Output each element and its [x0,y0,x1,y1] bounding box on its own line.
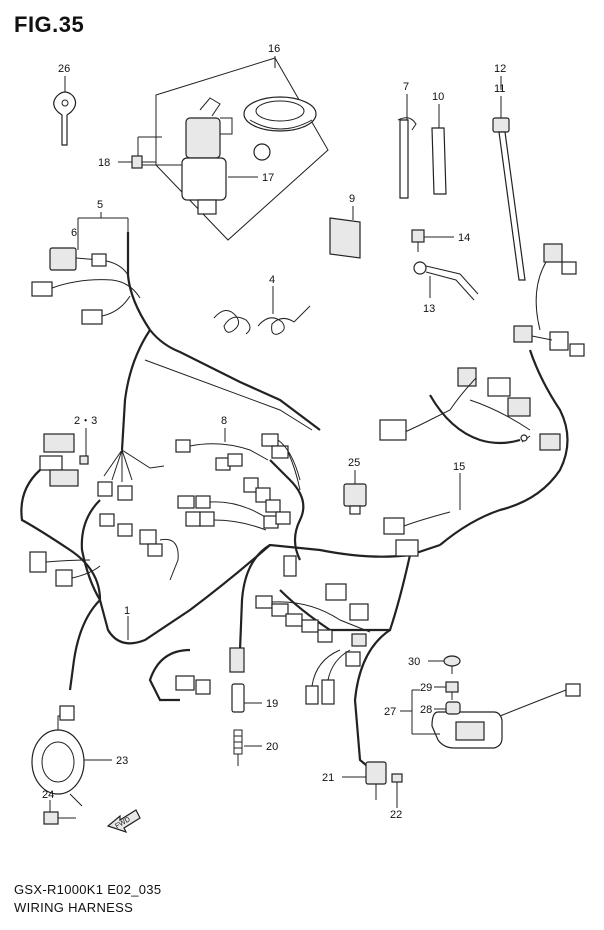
callout-28: 28 [420,704,432,716]
connector-group-right [351,243,585,647]
connector-group-5 [31,247,141,325]
bolt-part-14 [411,229,425,252]
fuel-cap-part [243,96,317,132]
callout-21: 21 [322,772,334,784]
callout-5: 5 [97,199,103,211]
callout-1: 1 [124,605,130,617]
callout-22: 22 [390,809,402,821]
connector-group-center [175,555,371,705]
figure-caption: WIRING HARNESS [14,900,134,915]
callout-7: 7 [403,81,409,93]
callout-25: 25 [348,457,360,469]
relay-part-25 [343,483,367,515]
callout-24: 24 [42,789,54,801]
ignition-switch-part [181,97,271,215]
callout-15: 15 [453,461,465,473]
washer-part-30 [443,655,461,674]
callout-18: 18 [98,157,110,169]
model-code: GSX-R1000K1 E02_035 [14,882,162,897]
callout-8: 8 [221,415,227,427]
callout-26: 26 [58,63,70,75]
clamp-part-7 [397,117,417,199]
callout-30: 30 [408,656,420,668]
callout-29: 29 [420,682,432,694]
sensor-part-19 [229,647,245,713]
forward-arrow-icon: FWD [106,809,141,834]
horn-part [31,705,85,807]
callout-13: 13 [423,303,435,315]
callout-10: 10 [432,91,444,103]
bolt-part-24 [43,811,76,825]
screw-part-29 [445,681,459,700]
connector-group-2-3 [39,433,89,487]
callout-4: 4 [269,274,275,286]
callout-6: 6 [71,227,77,239]
main-wiring-harness [20,232,569,771]
callout-14: 14 [458,232,470,244]
pad-part-9 [329,217,361,259]
connector-bundle-left [29,449,179,587]
connector-group-8 [175,433,301,531]
sensor-assembly-27 [431,683,581,749]
switch-part-21 [365,761,387,800]
callout-19: 19 [266,698,278,710]
spring-part [213,305,311,335]
callout-27: 27 [384,706,396,718]
callout-23: 23 [116,755,128,767]
grommet-part-28 [445,701,461,715]
callout-9: 9 [349,193,355,205]
cable-tie-part [492,117,526,281]
ground-strap-part [413,261,479,301]
callout-2-3: 2・3 [74,415,97,427]
callout-17: 17 [262,172,274,184]
sensor-part-20 [233,729,243,766]
bolt-part-18 [131,155,156,169]
callout-12: 12 [494,63,506,75]
key-part [53,91,77,146]
clamp-part-10 [431,127,447,195]
screw-part-22 [391,773,403,800]
callout-11: 11 [494,83,505,95]
callout-20: 20 [266,741,278,753]
figure-title: FIG.35 [14,12,85,37]
callout-16: 16 [268,43,280,55]
